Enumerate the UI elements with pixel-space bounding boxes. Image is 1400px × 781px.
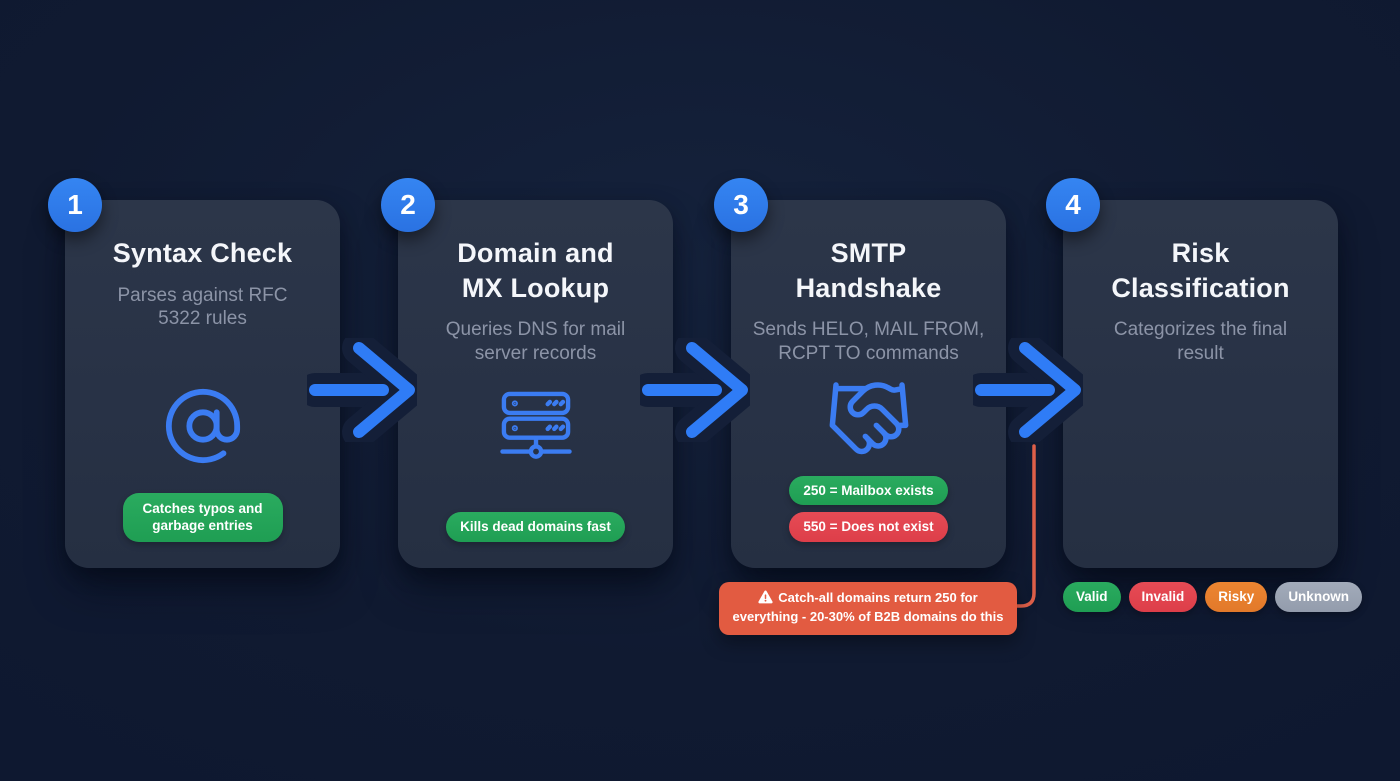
handshake-icon (731, 370, 1006, 465)
step-title: Domain and MX Lookup (457, 238, 614, 303)
step-number-badge: 1 (48, 178, 102, 232)
result-pill-risky: Risky (1205, 582, 1268, 612)
step-number-badge: 4 (1046, 178, 1100, 232)
step-description: Sends HELO, MAIL FROM, RCPT TO commands (752, 319, 985, 364)
step-title: Syntax Check (112, 238, 293, 268)
step-title: SMTP Handshake (795, 238, 942, 303)
step-card-domain-mx-lookup: Domain and MX Lookup Queries DNS for mai… (398, 200, 673, 568)
step-title: Risk Classification (1111, 238, 1290, 303)
step-card-smtp-handshake: SMTP Handshake Sends HELO, MAIL FROM, RC… (731, 200, 1006, 568)
step-card-risk-classification: Risk Classification Categorizes the fina… (1063, 200, 1338, 568)
warning-icon (758, 590, 773, 609)
arrow-right-icon (640, 338, 750, 442)
step-badge: Kills dead domains fast (446, 512, 625, 542)
at-sign-icon (65, 378, 340, 473)
arrow-right-icon (307, 338, 417, 442)
step-card-syntax-check: Syntax Check Parses against RFC 5322 rul… (65, 200, 340, 568)
step-badge-success-code: 250 = Mailbox exists (789, 475, 948, 506)
step-badge-failure-code: 550 = Does not exist (789, 512, 948, 542)
result-pill-valid: Valid (1063, 582, 1121, 612)
result-pill-unknown: Unknown (1275, 582, 1363, 612)
step-description: Categorizes the final result (1113, 319, 1288, 364)
step-number-badge: 3 (714, 178, 768, 232)
step-description: Queries DNS for mail server records (445, 319, 626, 364)
catch-all-warning-callout: Catch-all domains return 250 for everyth… (719, 582, 1017, 635)
callout-text: Catch-all domains return 250 for everyth… (732, 590, 1004, 624)
step-description: Parses against RFC 5322 rules (117, 284, 288, 330)
step-number-badge: 2 (381, 178, 435, 232)
server-icon (398, 378, 673, 473)
risk-result-pills: Valid Invalid Risky Unknown (1063, 582, 1363, 612)
result-pill-invalid: Invalid (1128, 582, 1198, 612)
step-badge: Catches typos and garbage entries (122, 492, 283, 542)
arrow-right-icon (973, 338, 1083, 442)
